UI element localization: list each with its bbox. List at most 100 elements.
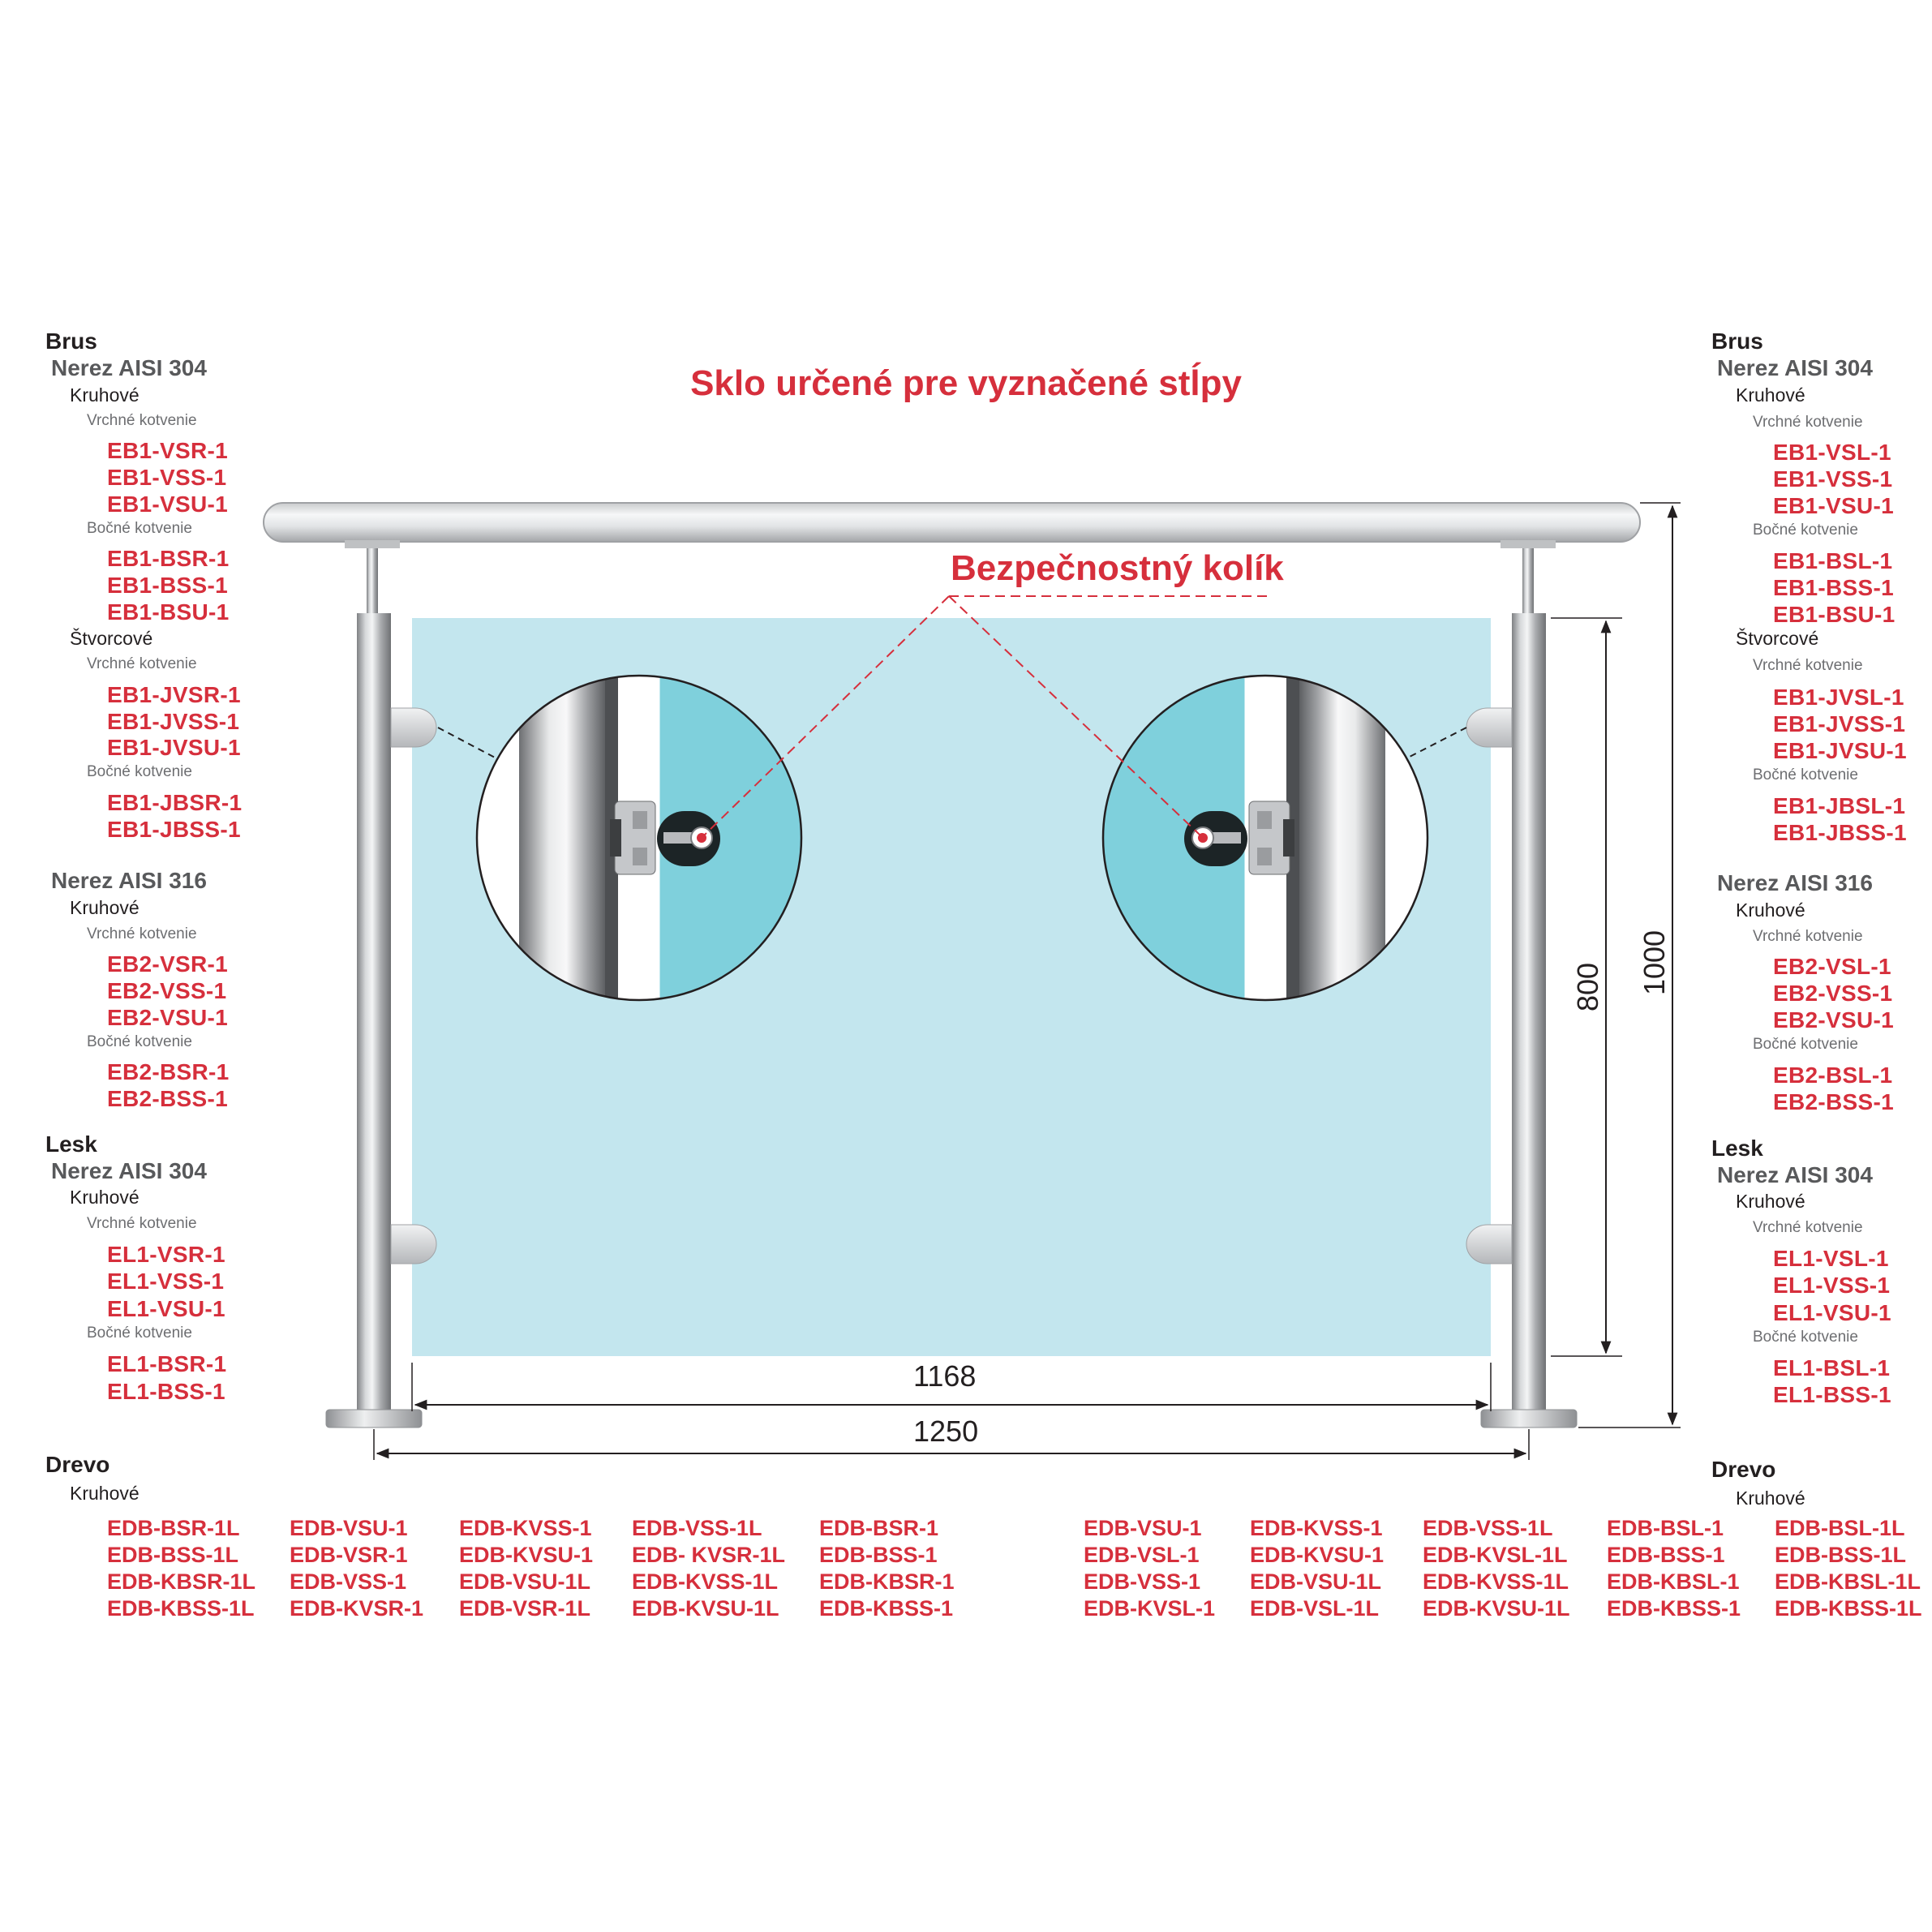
left-wood-code: EDB-VSU-1 [290, 1516, 408, 1540]
diagram-title: Sklo určené pre vyznačené stĺpy [690, 363, 1242, 403]
right-product-code: EB1-VSS-1 [1773, 466, 1893, 492]
left-shape-heading: Kruhové [70, 1187, 140, 1208]
right-product-code: EB1-JBSL-1 [1773, 793, 1906, 818]
right-wood-code: EDB-KVSL-1L [1423, 1543, 1568, 1567]
right-wood-code: EDB-VSU-1L [1250, 1569, 1382, 1594]
right-wood-code: EDB-KVSU-1L [1423, 1596, 1570, 1621]
right-mount-heading: Vrchné kotvenie [1753, 414, 1863, 431]
glass-clamp-left-top [390, 707, 437, 748]
dimension-label-total-width: 1250 [913, 1415, 979, 1448]
left-wood-code: EDB-VSU-1L [459, 1569, 591, 1594]
right-wood-code: EDB-BSL-1 [1607, 1516, 1724, 1540]
right-product-code: EL1-VSU-1 [1773, 1300, 1891, 1325]
left-wood-code: EDB-BSR-1L [107, 1516, 240, 1540]
right-product-code: EB2-VSU-1 [1773, 1007, 1894, 1033]
right-product-code: EB2-VSL-1 [1773, 954, 1891, 979]
right-product-code: EB1-VSL-1 [1773, 440, 1891, 465]
left-shape-heading: Kruhové [70, 384, 140, 406]
left-shape-heading: Kruhové [70, 1483, 140, 1504]
left-mount-heading: Bočné kotvenie [87, 520, 192, 537]
right-product-code: EB2-BSL-1 [1773, 1063, 1893, 1088]
detail-circle-left [475, 674, 803, 1002]
left-mount-heading: Vrchné kotvenie [87, 925, 197, 942]
dimension-glass-height [1551, 617, 1622, 1357]
post-right [1512, 613, 1546, 1419]
right-wood-code: EDB-KVSS-1 [1250, 1516, 1383, 1540]
right-wood-code: EDB-KVSS-1L [1423, 1569, 1569, 1594]
left-mount-heading: Bočné kotvenie [87, 1324, 192, 1342]
left-wood-code: EDB-KBSR-1 [819, 1569, 955, 1594]
left-wood-code: EDB-VSS-1L [632, 1516, 762, 1540]
callout-leader-right [948, 595, 1201, 836]
right-category-heading: Drevo [1711, 1457, 1776, 1482]
right-category-heading: Brus [1711, 328, 1763, 354]
right-wood-code: EDB-KBSS-1 [1607, 1596, 1741, 1621]
left-mount-heading: Bočné kotvenie [87, 1033, 192, 1050]
right-product-code: EL1-BSL-1 [1773, 1355, 1891, 1380]
right-product-code: EL1-VSS-1 [1773, 1273, 1891, 1298]
left-product-code: EB2-BSS-1 [107, 1086, 228, 1111]
left-product-code: EB2-BSR-1 [107, 1059, 230, 1084]
detail-circle-right [1101, 674, 1429, 1002]
left-wood-code: EDB-BSS-1 [819, 1543, 938, 1567]
right-shape-heading: Kruhové [1736, 384, 1805, 406]
left-product-code: EB1-BSR-1 [107, 546, 230, 571]
dimension-total-height [1578, 502, 1681, 1428]
right-wood-code: EDB-VSL-1L [1250, 1596, 1380, 1621]
left-product-code: EB2-VSU-1 [107, 1005, 228, 1030]
right-shape-heading: Kruhové [1736, 1488, 1805, 1509]
left-wood-code: EDB-KVSU-1L [632, 1596, 779, 1621]
right-wood-code: EDB-KBSS-1L [1775, 1596, 1922, 1621]
right-product-code: EB1-VSU-1 [1773, 493, 1894, 518]
left-category-heading: Lesk [45, 1131, 97, 1157]
left-product-code: EB1-JBSR-1 [107, 790, 243, 815]
right-product-code: EB1-JVSS-1 [1773, 711, 1906, 736]
left-product-code: EL1-BSS-1 [107, 1379, 225, 1404]
right-wood-code: EDB-KBSL-1 [1607, 1569, 1740, 1594]
glass-clamp-left-bottom [390, 1224, 437, 1264]
left-product-code: EB2-VSS-1 [107, 978, 227, 1003]
right-category-heading: Lesk [1711, 1136, 1763, 1161]
left-product-code: EB2-VSR-1 [107, 951, 228, 977]
base-plate-right [1480, 1409, 1578, 1428]
left-category-heading: Brus [45, 328, 97, 354]
right-mount-heading: Bočné kotvenie [1753, 1329, 1858, 1346]
left-wood-code: EDB-VSR-1L [459, 1596, 591, 1621]
left-product-code: EL1-VSR-1 [107, 1242, 225, 1267]
right-material-heading: Nerez AISI 304 [1717, 355, 1873, 380]
right-material-heading: Nerez AISI 304 [1717, 1162, 1873, 1187]
left-mount-heading: Vrchné kotvenie [87, 1215, 197, 1232]
left-material-heading: Nerez AISI 316 [51, 868, 207, 893]
right-wood-code: EDB-KBSL-1L [1775, 1569, 1921, 1594]
right-shape-heading: Kruhové [1736, 899, 1805, 921]
right-product-code: EB1-JBSS-1 [1773, 820, 1907, 845]
rail-support-right [1522, 548, 1534, 613]
right-mount-heading: Bočné kotvenie [1753, 522, 1858, 539]
right-product-code: EB2-BSS-1 [1773, 1089, 1894, 1114]
right-wood-code: EDB-KVSU-1 [1250, 1543, 1385, 1567]
right-mount-heading: Vrchné kotvenie [1753, 1219, 1863, 1236]
rail-saddle-right [1501, 540, 1556, 548]
dimension-glass-width [411, 1363, 1492, 1411]
left-product-code: EB1-JVSR-1 [107, 682, 241, 707]
rail-support-left [367, 548, 378, 613]
right-mount-heading: Vrchné kotvenie [1753, 657, 1863, 674]
right-wood-code: EDB-BSS-1 [1607, 1543, 1725, 1567]
left-wood-code: EDB-VSS-1 [290, 1569, 407, 1594]
left-mount-heading: Vrchné kotvenie [87, 412, 197, 429]
left-material-heading: Nerez AISI 304 [51, 1158, 207, 1183]
left-wood-code: EDB-KBSS-1 [819, 1596, 954, 1621]
left-wood-code: EDB-KVSR-1 [290, 1596, 424, 1621]
left-mount-heading: Bočné kotvenie [87, 763, 192, 780]
left-product-code: EB1-VSR-1 [107, 438, 228, 463]
left-product-code: EB1-JVSU-1 [107, 735, 241, 760]
rail-saddle-left [345, 540, 400, 548]
right-wood-code: EDB-VSU-1 [1084, 1516, 1202, 1540]
right-shape-heading: Kruhové [1736, 1191, 1805, 1212]
right-product-code: EB1-BSL-1 [1773, 548, 1893, 573]
post-left [357, 613, 391, 1419]
left-wood-code: EDB-KVSS-1 [459, 1516, 592, 1540]
left-product-code: EB1-VSU-1 [107, 492, 228, 517]
right-mount-heading: Vrchné kotvenie [1753, 928, 1863, 945]
